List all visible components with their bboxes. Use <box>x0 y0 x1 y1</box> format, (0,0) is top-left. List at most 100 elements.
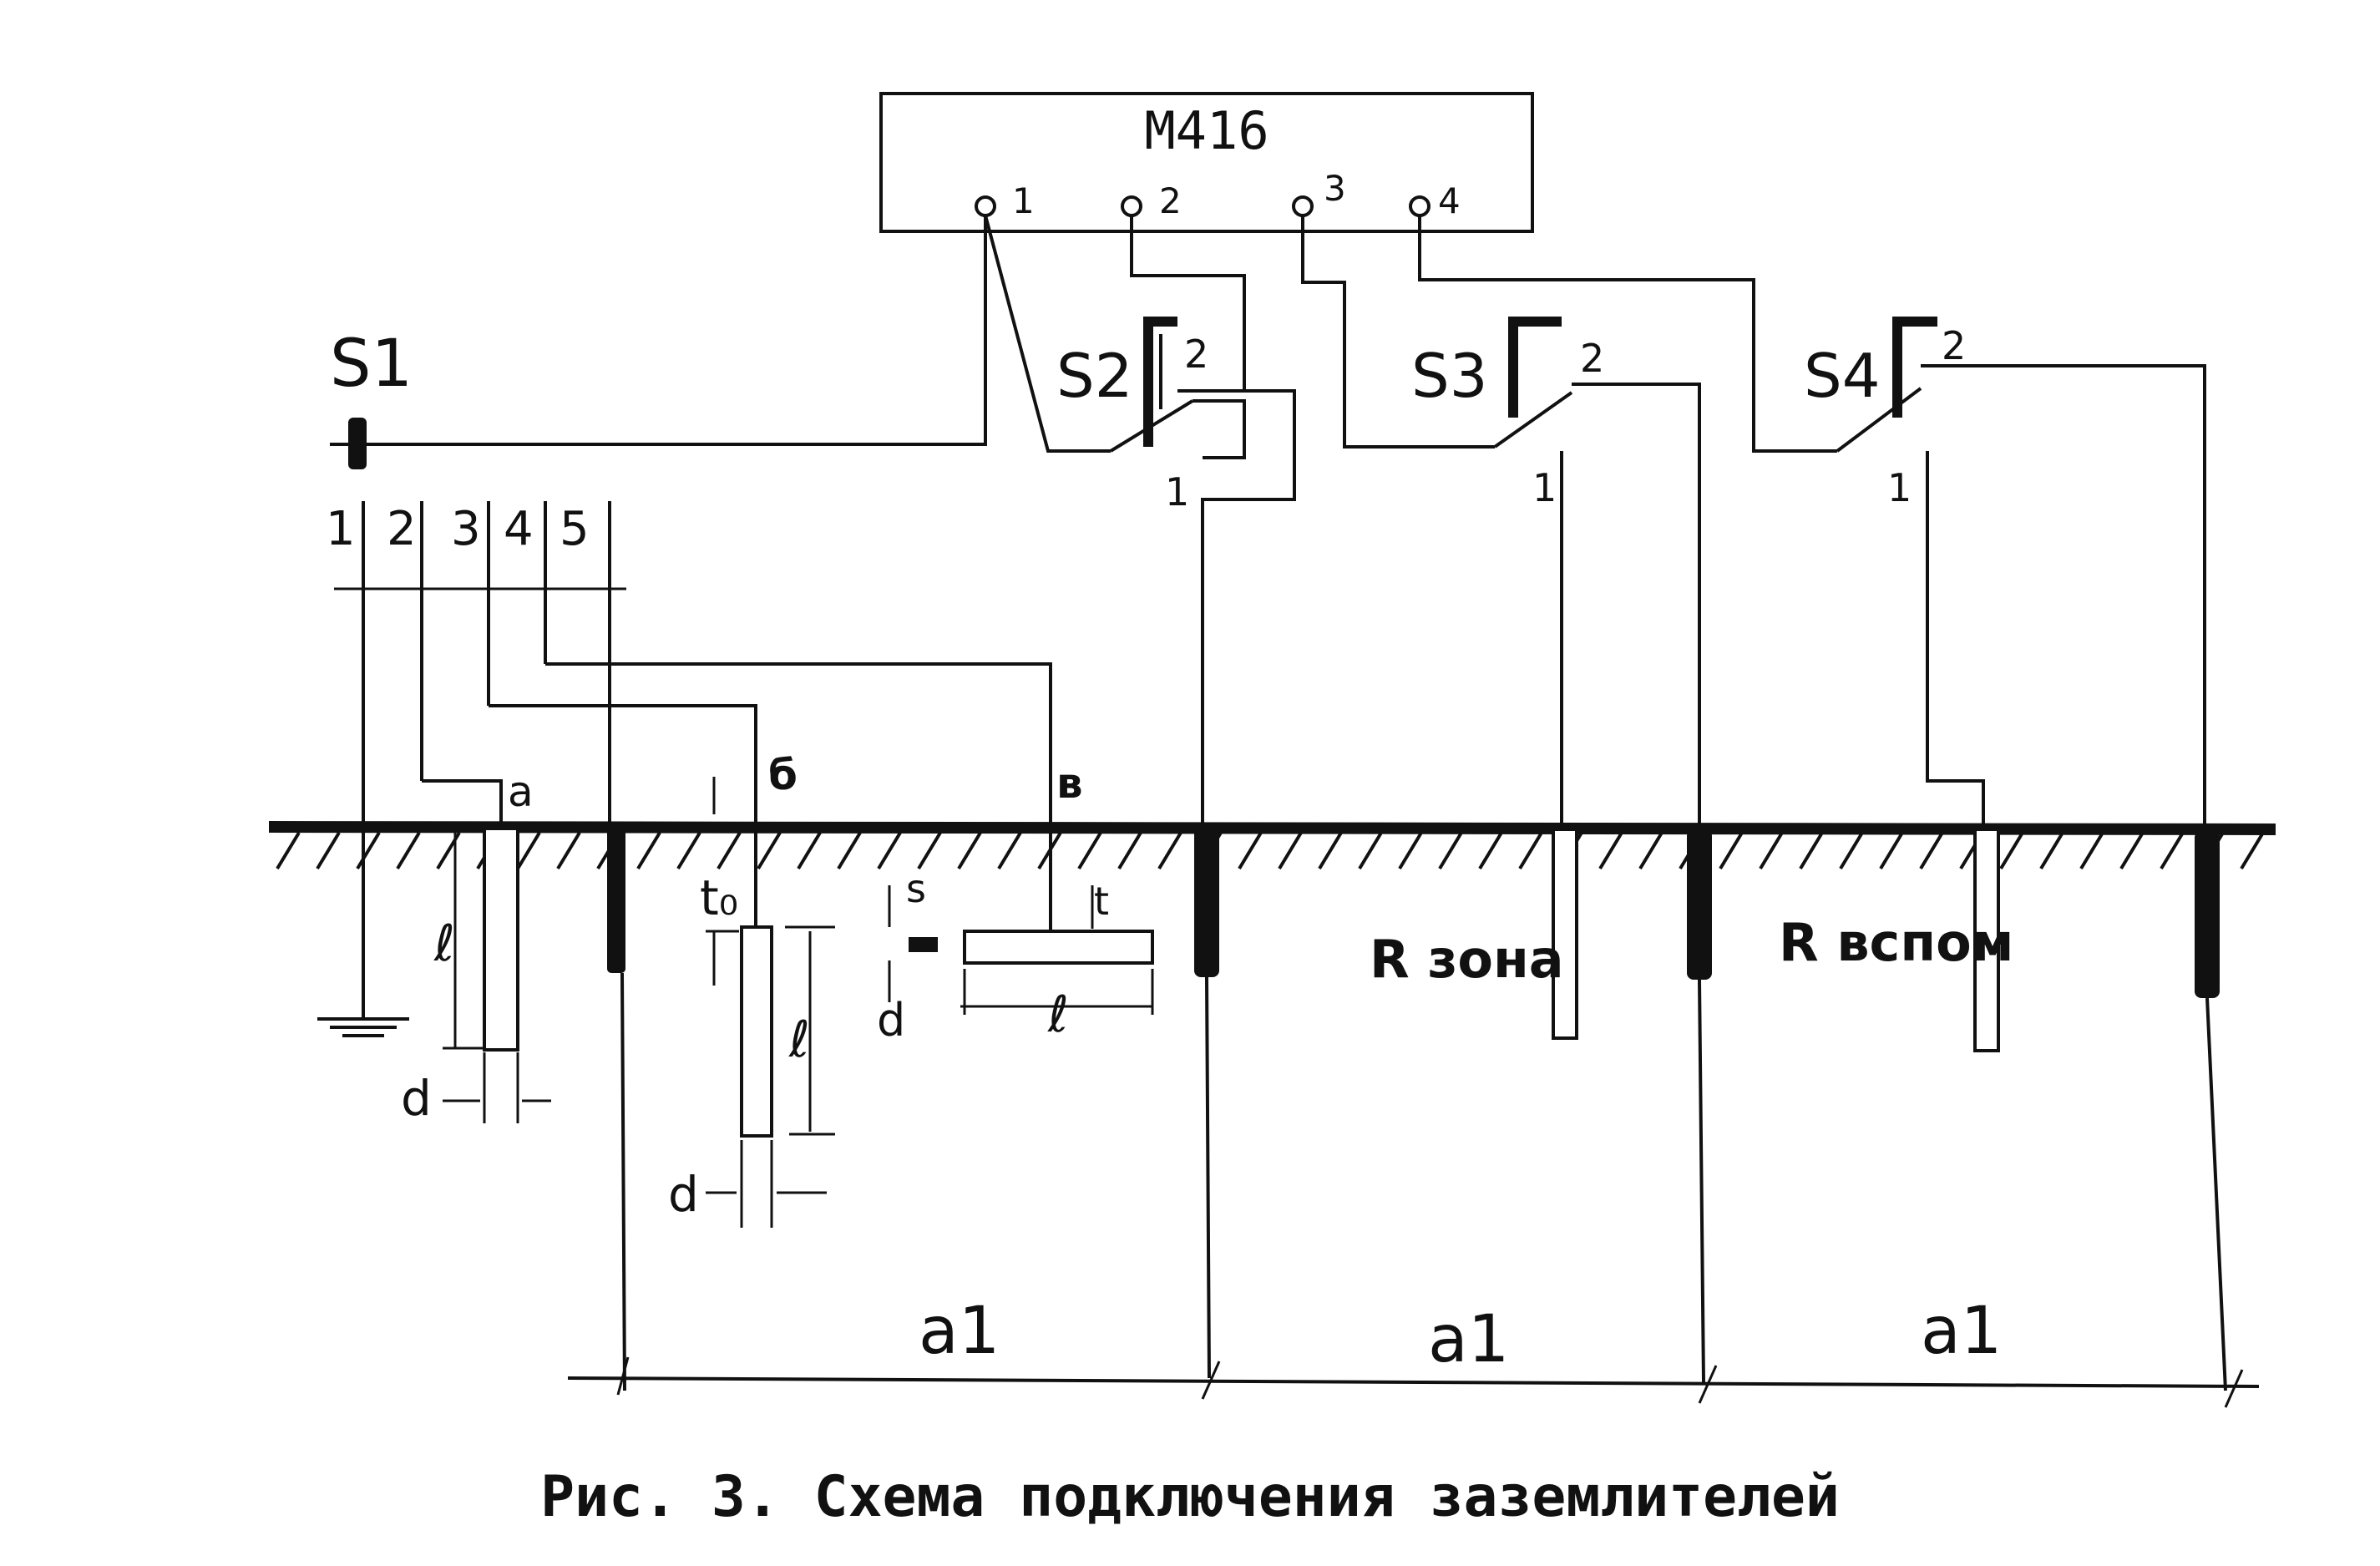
meter-terminal-3-label: 3 <box>1324 168 1346 209</box>
ground-rod-2-ext <box>1698 979 1705 1383</box>
meter-box <box>879 92 1534 233</box>
ground-hatch <box>1238 831 1263 870</box>
wire-to-electrode-a <box>422 779 503 823</box>
probe-1 <box>607 823 625 973</box>
ground-hatch <box>1398 831 1423 870</box>
electrode-a: а ℓ d <box>401 768 551 1127</box>
electrode-a-length-label: ℓ <box>433 915 455 973</box>
electrode-a-label: а <box>508 768 534 816</box>
distance-a1-label-1: a1 <box>919 1294 1000 1369</box>
figure-caption: Рис. 3. Схема подключения заземлителей <box>540 1464 1840 1530</box>
meter-wiring <box>359 215 1837 453</box>
ground-hatch <box>837 831 862 870</box>
ground-surface <box>268 821 2276 870</box>
earth-symbol <box>317 1017 409 1037</box>
switch-s2-blade <box>1109 399 1194 453</box>
meter-terminal-2 <box>1121 195 1142 217</box>
ground-line <box>268 821 2276 835</box>
switch-s2-contact-1-wire <box>1177 389 1296 827</box>
ground-hatch <box>636 831 661 870</box>
wire-terminal-3-to-s3 <box>1301 215 1495 449</box>
dimension-line <box>567 1376 2260 1388</box>
ground-hatch <box>676 831 701 870</box>
switch-s2-contact-2-wire <box>1193 399 1246 459</box>
meter-terminal-1-label: 1 <box>1012 180 1035 221</box>
ground-hatch <box>1598 831 1623 870</box>
s1-position-3: 3 <box>451 502 481 556</box>
ground-rod-2 <box>1687 829 1712 980</box>
s1-position-4: 4 <box>504 502 534 556</box>
switch-s4-contact-2-wire <box>1921 364 2206 835</box>
switch-s1-label: S1 <box>330 327 413 402</box>
electrode-v-diameter-label: d <box>877 994 905 1047</box>
switch-s1: S1 1 2 3 4 5 <box>326 327 1052 1019</box>
ground-rod-3-ext <box>2205 997 2227 1391</box>
ground-hatch <box>1638 831 1663 870</box>
ground-hatch <box>757 831 782 870</box>
switch-s4-pos-bottom: 1 <box>1887 465 1912 510</box>
distance-dimension: a1 a1 a1 <box>567 1294 2260 1408</box>
electrode-a-rod <box>483 827 519 1052</box>
ground-hatch <box>1438 831 1463 870</box>
meter-terminal-4-label: 4 <box>1438 180 1461 221</box>
ground-hatch <box>1839 831 1864 870</box>
switch-s2-pos-bottom: 1 <box>1165 469 1189 514</box>
ground-hatch <box>316 831 341 870</box>
ground-hatch <box>1919 831 1944 870</box>
ground-hatch <box>356 831 381 870</box>
switch-s4: S4 2 1 <box>1804 317 2206 835</box>
zone-rod <box>1552 828 1578 1040</box>
switch-s4-pos-top: 2 <box>1942 323 1966 368</box>
electrode-a-diameter-label: d <box>401 1070 432 1127</box>
ground-hatch <box>1719 831 1744 870</box>
ground-hatch <box>2240 831 2265 870</box>
wire-to-electrode-b <box>489 704 757 823</box>
electrode-b-depth-label: t₀ <box>700 869 738 926</box>
ground-hatch <box>276 831 301 870</box>
meter-terminal-1 <box>975 195 996 217</box>
dim-tick-2 <box>1201 1361 1221 1400</box>
aux-rod <box>1973 828 2000 1052</box>
switch-s3-contact-2-wire <box>1572 383 1701 827</box>
ground-hatch <box>1037 831 1062 870</box>
switch-s2-actuator <box>1143 317 1177 447</box>
ground-hatch <box>1077 831 1102 870</box>
electrode-v-label: в <box>1056 759 1083 808</box>
probe-1-ext <box>620 972 626 1391</box>
meter-terminal-4 <box>1409 195 1431 217</box>
ground-hatch <box>396 831 421 870</box>
ground-hatch <box>556 831 581 870</box>
wire-terminal-4-to-s4 <box>1418 215 1837 453</box>
ground-hatch <box>516 831 541 870</box>
electrode-v-length-label: ℓ <box>1047 986 1069 1044</box>
switch-s1-knob <box>348 418 367 469</box>
s1-position-1: 1 <box>326 502 356 556</box>
ground-rod-3 <box>2195 831 2220 998</box>
electrode-b-label: б <box>768 751 798 799</box>
ground-hatch <box>2119 831 2145 870</box>
zone-resistance-label: R зона <box>1370 929 1564 990</box>
ground-hatch <box>797 831 822 870</box>
switch-s3-blade <box>1493 391 1573 449</box>
dim-tick-1 <box>616 1356 630 1396</box>
ground-hatch <box>1799 831 1824 870</box>
meter-title: М416 <box>1144 100 1268 161</box>
switch-s3-pos-bottom: 1 <box>1532 465 1557 510</box>
ground-hatch <box>877 831 902 870</box>
ground-hatching <box>276 831 2265 870</box>
meter-terminal-2-label: 2 <box>1159 180 1182 221</box>
switch-s3-actuator <box>1508 317 1562 418</box>
dim-tick-4 <box>2224 1369 2244 1408</box>
electrode-b-rod <box>740 925 773 1138</box>
wire-terminal-1-to-s2 <box>984 215 1111 453</box>
ground-hatch <box>2039 831 2064 870</box>
ground-hatch <box>1318 831 1343 870</box>
ground-rod-1-ext <box>1205 976 1211 1379</box>
ground-hatch <box>2079 831 2104 870</box>
probe-1-rod <box>607 823 625 973</box>
ground-hatch <box>997 831 1022 870</box>
ground-hatch <box>957 831 982 870</box>
switch-s4-label: S4 <box>1804 341 1881 411</box>
switch-s2-label: S2 <box>1056 341 1133 411</box>
